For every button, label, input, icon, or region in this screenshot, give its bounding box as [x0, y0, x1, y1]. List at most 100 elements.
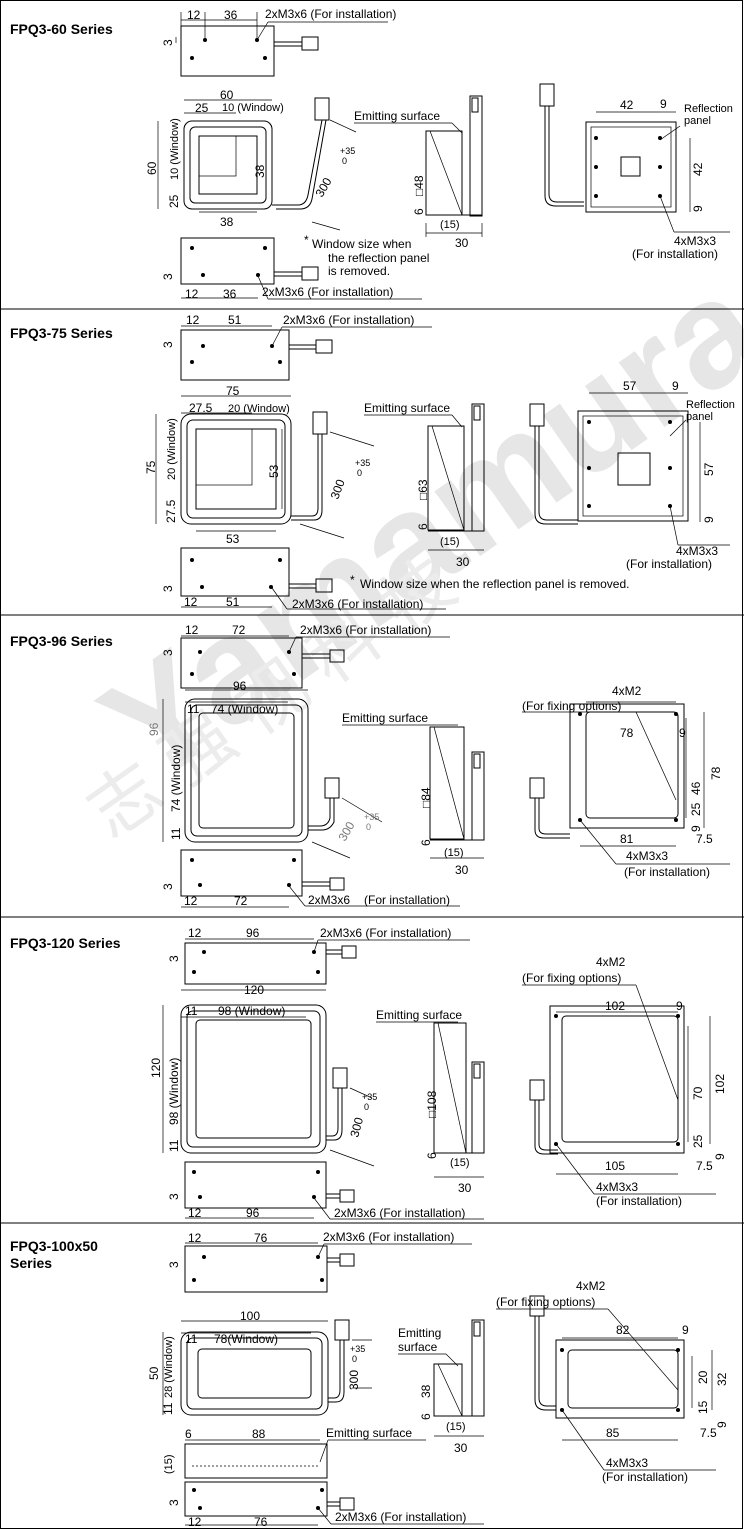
dim-text: 36 [224, 8, 238, 22]
dim-text: (For installation) [624, 865, 710, 879]
dim-text: 7.5 [696, 832, 713, 846]
connector-icon [529, 1295, 545, 1317]
bottom-view-body [180, 547, 290, 597]
dim-text: 60 [220, 88, 234, 102]
dim-text: 9 [691, 205, 705, 212]
dim-text: 2xM3x6 (For installation) [335, 1510, 466, 1524]
dim-text: 12 [184, 595, 198, 609]
note-text: Window size when [312, 237, 411, 251]
connector-icon [339, 1189, 355, 1203]
dim-text: 42 [691, 162, 705, 176]
bottom-view-body [180, 849, 303, 897]
dim-text: (For installation) [626, 557, 712, 571]
dim-text: 11 [169, 827, 183, 840]
cable [291, 434, 323, 521]
dim-text: 120 [149, 1058, 163, 1078]
dim-text: 85 [606, 1426, 620, 1440]
front-view-body [180, 413, 292, 525]
dim-text: 2xM3x6 (For installation) [320, 926, 451, 940]
dim-text: (For installation) [602, 1470, 688, 1484]
dim-text: 11 [167, 1139, 181, 1152]
dim-text: 74 (Window) [211, 702, 278, 716]
section-title: FPQ3-75 Series [10, 325, 113, 341]
dim-text: (15) [163, 1454, 175, 1474]
dim-text: 120 [244, 983, 264, 997]
dim-text: 300 [335, 819, 357, 844]
dim-text: (For fixing options) [496, 1295, 595, 1309]
side-view-body [427, 425, 465, 531]
dim-text: 9 [672, 379, 679, 393]
dim-text: 4xM3x3 [676, 544, 718, 558]
dim-text: 102 [713, 1074, 727, 1094]
top-view-body [180, 329, 290, 381]
dim-text: 27.5 [164, 499, 178, 523]
dim-text: 76 [254, 1231, 268, 1245]
dim-text: 53 [267, 464, 281, 478]
dim-text: Reflection [684, 103, 733, 115]
dim-text: 20 (Window) [228, 403, 290, 415]
section-title: FPQ3-96 Series [10, 633, 113, 649]
front-view-body [180, 1331, 329, 1416]
dim-text: 105 [605, 1159, 625, 1173]
dim-text: surface [398, 1340, 438, 1354]
dim-text: 3 [161, 39, 175, 46]
side-view-body [433, 1022, 467, 1154]
dim-text: 30 [454, 1441, 468, 1455]
dim-text: +35 [340, 146, 355, 156]
section-title: FPQ3-60 Series [10, 21, 113, 37]
connector-icon [339, 1497, 355, 1511]
side-view-body [429, 726, 465, 840]
dim-text: panel [686, 411, 713, 423]
connector-icon [334, 1319, 350, 1341]
side-view-body [425, 130, 463, 216]
dim-text: 57 [623, 379, 637, 393]
dim-text: 75 [144, 460, 158, 474]
dim-text: Emitting surface [342, 711, 428, 725]
dim-text: 2xM3x6 (For installation) [292, 597, 423, 611]
dim-text: panel [684, 115, 711, 127]
dim-text: 9 [682, 1323, 689, 1337]
dim-text: 78(Window) [214, 1332, 278, 1346]
dim-text: Emitting surface [376, 1008, 462, 1022]
dim-text: (For fixing options) [522, 699, 621, 713]
cable [272, 119, 323, 206]
front-view-body [180, 1004, 327, 1154]
dim-text: 2xM3x6 (For installation) [265, 7, 396, 21]
dim-text: 3 [161, 341, 175, 348]
dim-text: Emitting surface [354, 109, 440, 123]
dim-text: 12 [185, 287, 199, 301]
dim-text: 6 [419, 839, 433, 846]
dim-text: 100 [240, 1309, 260, 1323]
bottom-view-body [180, 237, 275, 285]
connector-icon [324, 777, 340, 799]
dim-text: 6 [419, 1413, 433, 1420]
dim-text: 2xM3x6 (For installation) [323, 1230, 454, 1244]
dim-text: 7.5 [696, 1159, 713, 1173]
dim-text: 0 [366, 822, 371, 832]
dim-text: Emitting surface [326, 1426, 412, 1440]
section-fpq3-60: FPQ3-60 Series 12 36 2xM3x6 (For install… [10, 7, 733, 301]
dim-text: 2xM3x6 (For installation) [283, 313, 414, 327]
dim-text: 15 [696, 1400, 710, 1414]
dim-text: 3 [167, 1261, 181, 1268]
section-fpq3-120: FPQ3-120 Series 12 96 2xM3x6 (For instal… [10, 926, 727, 1220]
cable [326, 1088, 343, 1141]
dim-text: 12 [188, 1206, 202, 1220]
dim-text: 82 [616, 1323, 630, 1337]
dim-text: 78 [709, 766, 723, 780]
dim-text: 4xM3x3 [674, 234, 716, 248]
top-view-body [180, 25, 275, 77]
dim-text: 3 [167, 1499, 181, 1506]
dim-text: 75 [226, 384, 240, 398]
cable [544, 106, 584, 207]
section-fpq3-96: FPQ3-96 Series 12 72 2xM3x6 (For install… [10, 623, 730, 908]
dim-text: (15) [444, 847, 464, 859]
dim-text: 25 [689, 802, 703, 816]
dim-text: 4xM2 [612, 684, 642, 698]
dim-text: 0 [342, 156, 347, 166]
rear-view-body [555, 1339, 685, 1419]
dim-text: 11 [185, 1004, 198, 1018]
dim-text: □108 [425, 1090, 439, 1118]
